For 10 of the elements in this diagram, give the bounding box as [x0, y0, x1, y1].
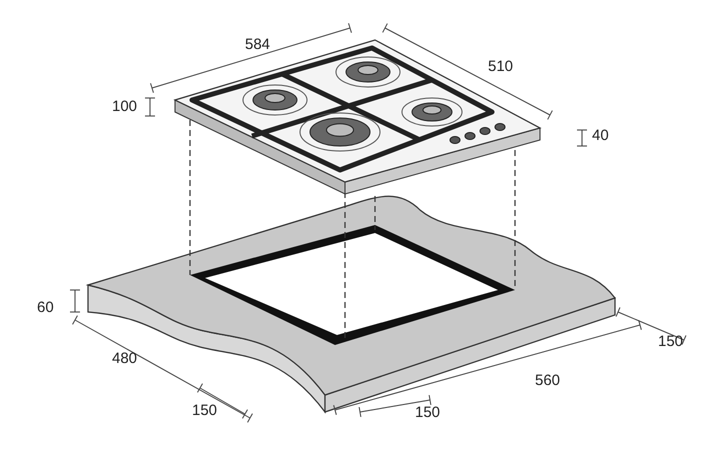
dimension-label: 150: [658, 333, 684, 350]
dimension-label: 100: [112, 98, 138, 115]
dimension-label: 40: [592, 127, 609, 144]
dimension-label: 480: [112, 350, 138, 367]
dimension-label: 60: [37, 299, 54, 316]
dimension-label: 150: [415, 404, 440, 421]
dimension-label: 584: [245, 36, 270, 53]
dimension-label: 510: [488, 58, 514, 75]
dimension-label: 560: [535, 372, 560, 389]
dimension-label: 150: [192, 402, 218, 419]
